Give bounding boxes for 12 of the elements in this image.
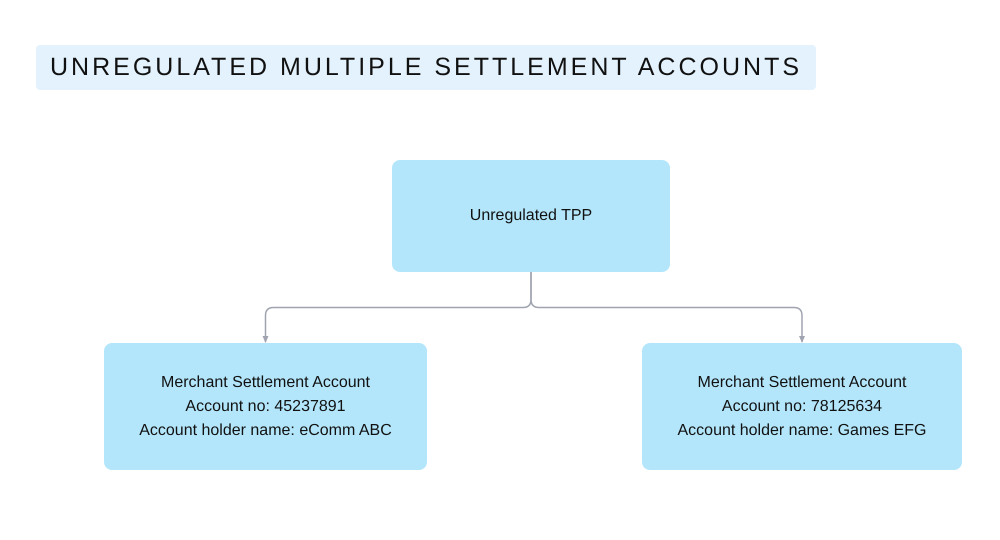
title-banner: UNREGULATED MULTIPLE SETTLEMENT ACCOUNTS xyxy=(36,45,816,90)
box-text: Account no: 78125634 xyxy=(722,396,882,416)
connector-arrow xyxy=(530,272,805,343)
account-box xyxy=(642,343,962,470)
account-box xyxy=(104,343,427,470)
box-text: Merchant Settlement Account xyxy=(698,372,906,392)
box-text: Account holder name: eComm ABC xyxy=(139,420,392,440)
box-text: Account no: 45237891 xyxy=(185,396,346,416)
account-box xyxy=(392,160,670,272)
box-text: Account holder name: Games EFG xyxy=(678,420,926,440)
box-text: Merchant Settlement Account xyxy=(161,372,370,392)
box-text: Unregulated TPP xyxy=(470,206,592,226)
